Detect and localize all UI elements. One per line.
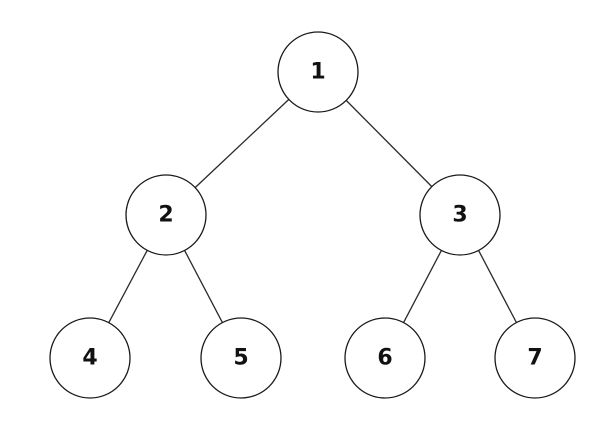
- tree-node-6: 6: [344, 317, 426, 399]
- tree-node-2: 2: [125, 174, 207, 256]
- edge-n3-n7: [478, 250, 517, 323]
- tree-node-7: 7: [494, 317, 576, 399]
- node-label: 1: [310, 60, 325, 85]
- edge-n1-n3: [345, 99, 433, 188]
- node-circle: [277, 31, 359, 113]
- node-label: 7: [527, 346, 542, 371]
- edge-n1-n2: [194, 98, 290, 189]
- node-label: 4: [82, 346, 97, 371]
- edge-n2-n4: [108, 250, 148, 323]
- node-circle: [49, 317, 131, 399]
- node-label: 2: [158, 203, 173, 228]
- edges-layer: [108, 98, 517, 323]
- node-label: 3: [452, 203, 467, 228]
- node-circle: [494, 317, 576, 399]
- node-circle: [419, 174, 501, 256]
- node-circle: [200, 317, 282, 399]
- edge-n3-n6: [403, 250, 442, 323]
- node-circle: [344, 317, 426, 399]
- nodes-layer: 1 2 3 4 5 6 7: [49, 31, 576, 399]
- edge-n2-n5: [184, 250, 223, 323]
- tree-node-3: 3: [419, 174, 501, 256]
- tree-node-1: 1: [277, 31, 359, 113]
- node-label: 6: [377, 346, 392, 371]
- node-circle: [125, 174, 207, 256]
- node-label: 5: [233, 346, 248, 371]
- tree-node-4: 4: [49, 317, 131, 399]
- tree-node-5: 5: [200, 317, 282, 399]
